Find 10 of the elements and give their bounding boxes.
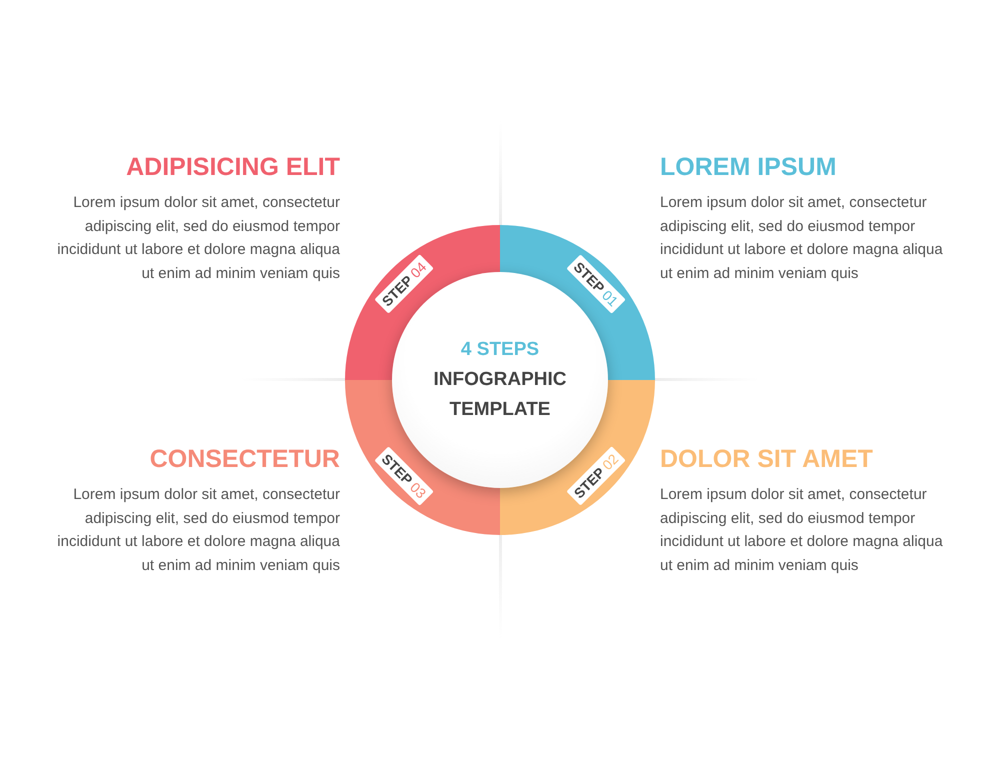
description-text: Lorem ipsum dolor sit amet, consectetur adipiscing elit, sed do eiusmod tempor incididunt ut labore et dolore magna aliqua ut enim ad minim veniam quis xyxy=(660,485,944,576)
subtitle: 4 STEPS xyxy=(460,338,540,362)
heading: ADIPISICING ELIT xyxy=(126,153,340,182)
title: INFOGRAPHIC TEMPLATE xyxy=(432,368,568,422)
heading: DOLOR SIT AMET xyxy=(660,445,873,474)
heading: LOREM IPSUM xyxy=(660,153,836,182)
description-text: Lorem ipsum dolor sit amet, consectetur adipiscing elit, sed do eiusmod tempor incididunt ut labore et dolore magna aliqua ut enim ad minim veniam quis xyxy=(660,193,944,284)
heading: CONSECTETUR xyxy=(150,445,340,474)
description-text: Lorem ipsum dolor sit amet, consectetur adipiscing elit, sed do eiusmod tempor incididunt ut labore et dolore magna aliqua ut enim ad minim veniam quis xyxy=(56,193,340,284)
description-text: Lorem ipsum dolor sit amet, consectetur adipiscing elit, sed do eiusmod tempor incididunt ut labore et dolore magna aliqua ut enim ad minim veniam quis xyxy=(56,485,340,576)
